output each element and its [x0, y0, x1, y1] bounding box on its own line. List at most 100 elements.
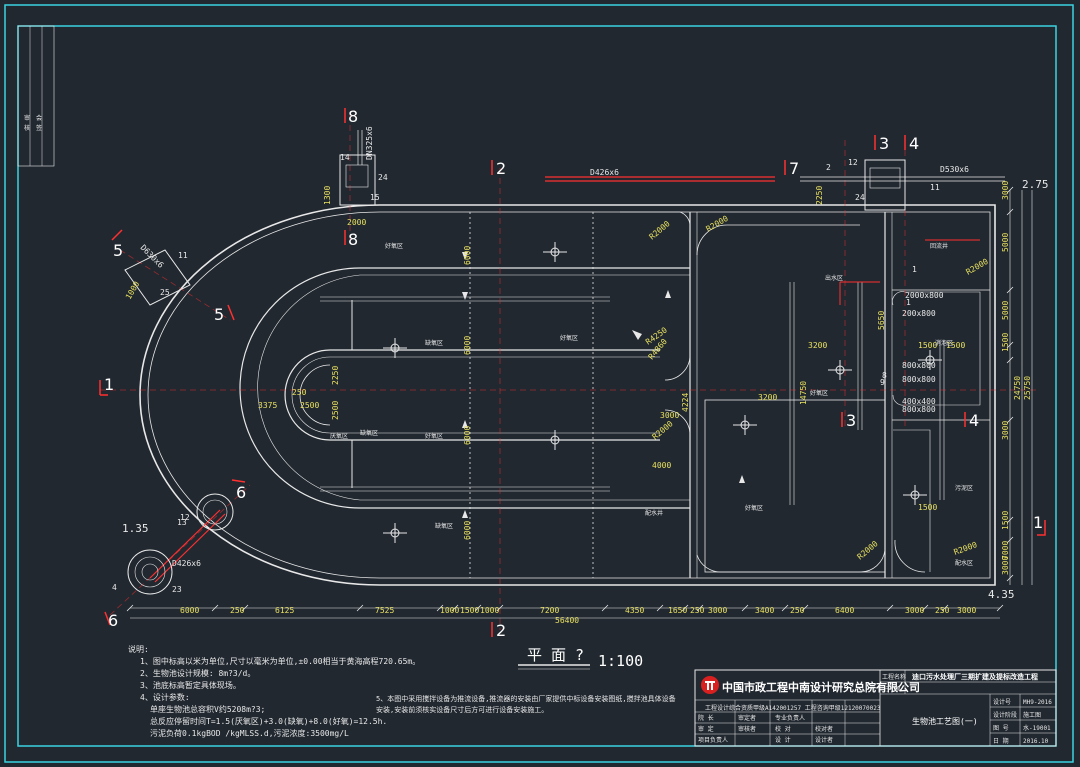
section-markers: 1 1 2 2 3 3 4 4 5 5 6 6 7 8 8: [99, 107, 1046, 640]
company-logo-icon: [701, 676, 719, 694]
opening-1: 800x800: [902, 361, 936, 370]
dim-r-2: 5000: [1001, 301, 1010, 320]
dim-i-9: 5650: [877, 311, 886, 330]
radius-7: R2000: [965, 257, 991, 277]
name-3: 设计者: [815, 736, 833, 744]
dim-b-16: 250: [935, 606, 950, 615]
note-3: 3、池底标高暂定具体现场。: [140, 680, 241, 690]
dim-b-12: 3400: [755, 606, 774, 615]
sub-label: 子 项: [885, 686, 901, 693]
section-8-top: 8: [348, 107, 358, 126]
zone-12: 好氧区: [560, 334, 578, 342]
dim-r-6: 24750: [1013, 376, 1022, 400]
dim-tick-bottom: [211, 604, 219, 612]
row-left-3: 项目负责人: [698, 736, 728, 744]
zone-0: 好氧区: [385, 242, 403, 250]
zone-6: 配水井: [645, 509, 663, 517]
dim-i-1: 6000: [463, 336, 472, 355]
dim-tick-right: [1006, 516, 1014, 524]
item-11: 11: [930, 183, 940, 192]
dim-b-0: 6000: [180, 606, 199, 615]
title-block: 中国市政工程中南设计研究总院有限公司 工程设计综合资质甲级A142001257 …: [694, 669, 1057, 747]
dim-b-7: 7200: [540, 606, 559, 615]
value-3: 2016.10: [1023, 738, 1049, 745]
section-4-top: 4: [909, 134, 919, 153]
project-name: 迪口污水处理厂三期扩建及提标改造工程: [912, 672, 1038, 681]
dim-i-22: 1500: [918, 341, 937, 350]
zone-4: 缺氧区: [435, 522, 453, 530]
dim-b-9: 1650: [668, 606, 687, 615]
item-8: 8: [882, 371, 887, 380]
zone-2: 厌氧区: [330, 432, 348, 440]
bottom-dimension-labels: 6000 250 6125 7525 1000 1500 1000 7200 4…: [180, 606, 976, 625]
opening-5: 800x800: [902, 405, 936, 414]
item-13: 13: [177, 518, 187, 527]
section-5-bottom: 5: [214, 305, 224, 324]
strip-char-3: 会: [36, 114, 42, 122]
mixer-icons: [383, 242, 942, 543]
dim-tick-bottom: [801, 604, 809, 612]
item-12b: 12: [180, 513, 190, 522]
flow-arrows: [462, 252, 745, 518]
dim-b-1: 250: [230, 606, 245, 615]
outer-frame: [4, 4, 1074, 763]
radius-0: R2000: [648, 219, 672, 241]
dim-tick-bottom: [886, 604, 894, 612]
dim-r-0: 3000: [1001, 181, 1010, 200]
dim-b-13: 250: [790, 606, 805, 615]
zone-labels: 好氧区 缺氧区 厌氧区 好氧区 缺氧区 好氧区 配水井 回流井 出水区 消泡区 …: [330, 242, 973, 567]
zone-9: 消泡区: [935, 339, 953, 347]
dim-tick-bottom: [921, 604, 929, 612]
right-dimension-labels: 3000 5000 5000 1500 3000 7000 24750 2575…: [1001, 181, 1032, 575]
field-3: 日 期: [993, 737, 1009, 745]
dim-tick-right: [1006, 356, 1014, 364]
notes-header: 说明:: [128, 644, 149, 654]
dim-b-3: 7525: [375, 606, 394, 615]
section-1-left: 1: [104, 375, 114, 394]
section-3-bottom: 3: [846, 411, 856, 430]
dim-i-17: 250: [292, 388, 307, 397]
dim-overall: 56400: [555, 616, 579, 625]
row-mid-2: 设 计: [775, 736, 791, 744]
dim-r-5: 7000: [1001, 541, 1010, 560]
pipe-label-top-left: DN325x6: [365, 126, 374, 160]
item-2: 2: [826, 163, 831, 172]
dim-tick-right: [1006, 186, 1014, 194]
value-2: 水-19001: [1023, 724, 1051, 732]
dim-i-3: 6000: [463, 521, 472, 540]
section-1-right: 1: [1033, 513, 1043, 532]
zone-3: 好氧区: [425, 432, 443, 440]
radius-labels: R2000 R2000 R4250 R4860 R2000 R2000 R200…: [644, 214, 990, 562]
radius-5: R2000: [856, 539, 880, 561]
note-4: 4、设计参数:: [140, 692, 190, 702]
dim-tick-right: [1006, 208, 1014, 216]
radius-1: R2000: [705, 214, 731, 234]
note-4b: 总反应停留时间T=1.5(厌氧区)+3.0(缺氧)+8.0(好氧)=12.5h.: [150, 716, 387, 726]
row-mid-1: 校 对: [775, 725, 791, 733]
row-left-0: 院 长: [698, 714, 714, 722]
item-4: 4: [112, 583, 117, 592]
field-0: 设计号: [993, 698, 1011, 706]
plan-title-text: 平 面 ?: [527, 646, 584, 664]
dim-i-20: 1000: [124, 280, 142, 301]
dim-b-6: 1000: [480, 606, 499, 615]
dim-tick-bottom: [601, 604, 609, 612]
dim-b-11: 3000: [708, 606, 727, 615]
zone-7: 回流井: [930, 242, 948, 250]
opening-0: 2000x800: [905, 291, 944, 300]
item-11b: 11: [178, 251, 188, 260]
dim-tick-bottom: [696, 604, 704, 612]
field-2: 图 号: [993, 725, 1009, 732]
dim-b-15: 3000: [905, 606, 924, 615]
opening-3: 400x400: [902, 397, 936, 406]
section-5-top: 5: [113, 241, 123, 260]
zone-14: 好氧区: [810, 389, 828, 397]
strip-char-2: 核: [24, 124, 30, 132]
dim-tick-bottom: [781, 604, 789, 612]
plan-title: 平 面 ? 1:100: [518, 646, 643, 670]
pipe-label-top-right: D530x6: [940, 165, 969, 174]
dim-i-0: 6000: [463, 246, 472, 265]
note-4a: 单座生物池总容积V约5208m?3;: [150, 704, 265, 714]
